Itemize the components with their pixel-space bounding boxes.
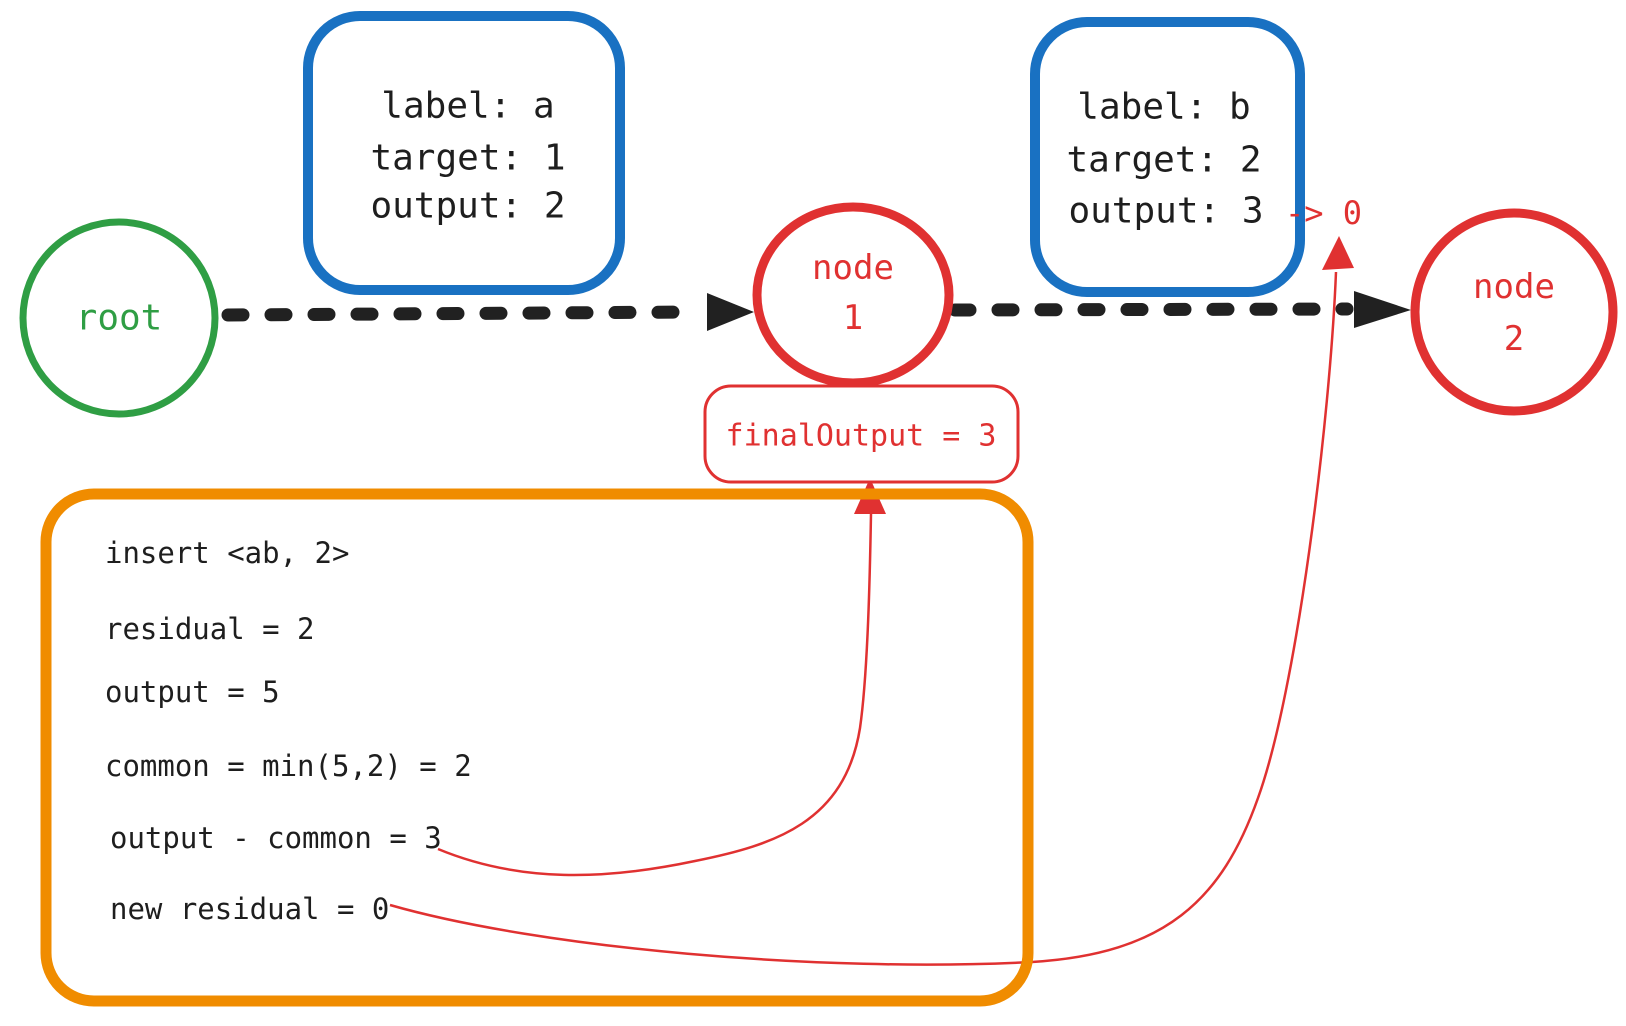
- node1-number: 1: [843, 298, 863, 338]
- dashed-edge-root-to-node1: [221, 305, 705, 322]
- step-output-minus-common: output - common = 3: [110, 821, 442, 855]
- root-node-circle: [19, 218, 219, 418]
- pointer-curve-to-override: [389, 271, 1338, 966]
- node2-label: node: [1473, 267, 1555, 307]
- computation-box: [40, 488, 1034, 1007]
- final-output-text: finalOutput = 3: [726, 419, 997, 454]
- step-output: output = 5: [105, 675, 280, 709]
- edge-a-label: label: a: [381, 86, 554, 127]
- node1-label: node: [812, 248, 894, 288]
- root-node-label: root: [76, 298, 163, 339]
- node2-circle: [1410, 208, 1618, 416]
- edge-a-card: [303, 11, 625, 295]
- edge-a-target: target: 1: [370, 138, 565, 179]
- edge-b-label: label: b: [1077, 87, 1250, 128]
- step-new-residual: new residual = 0: [110, 892, 389, 926]
- node1-circle: [752, 202, 954, 388]
- step-residual: residual = 2: [105, 612, 315, 646]
- node2-number: 2: [1504, 319, 1524, 359]
- edge-b-card: [1030, 17, 1305, 297]
- final-output-box: [703, 384, 1020, 484]
- edge-b-output-override: -> 0: [1285, 194, 1362, 232]
- edge-a-output: output: 2: [370, 186, 565, 227]
- arrowhead-root-to-node1-icon: [707, 293, 754, 331]
- edge-b-output: output: 3: [1068, 191, 1263, 232]
- step-insert: insert <ab, 2>: [105, 536, 349, 570]
- pointer-curve-to-final-output: [437, 513, 873, 877]
- arrowhead-node1-to-node2-icon: [1354, 291, 1411, 328]
- arrowhead-to-override-icon: [1322, 236, 1354, 270]
- step-common: common = min(5,2) = 2: [105, 749, 472, 783]
- edge-b-target: target: 2: [1066, 140, 1261, 181]
- dashed-edge-node1-to-node2: [948, 302, 1354, 317]
